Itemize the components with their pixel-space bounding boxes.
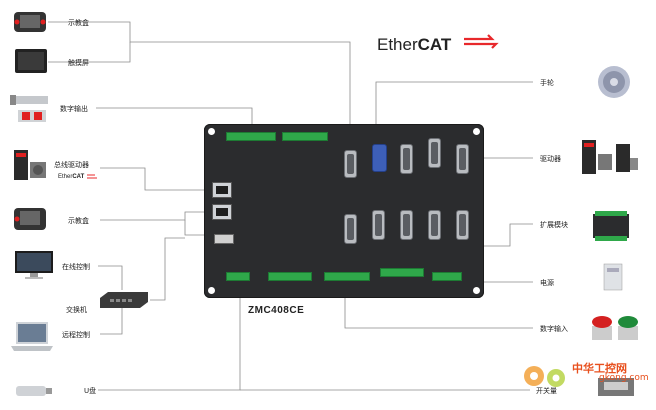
db-port-f [372, 210, 385, 240]
wire-online-control [98, 265, 123, 290]
handwheel-image [596, 64, 632, 100]
db-port-g [400, 210, 413, 240]
wire-bus-driver [100, 167, 216, 191]
label-online-control: 在线控制 [62, 263, 90, 271]
terminal-output [226, 132, 276, 141]
terminal-top-2 [282, 132, 328, 141]
watermark-gear-icon [524, 366, 565, 387]
model-name: ZMC408CE [248, 305, 305, 316]
ethernet-port-2 [212, 204, 232, 220]
db-port-d [456, 144, 469, 174]
terminal-input [324, 272, 370, 281]
label-teach-pendant-1: 示教盒 [68, 19, 89, 27]
db-port-e [344, 214, 357, 244]
teach-pendant-2-image [12, 206, 48, 232]
push-buttons-image [590, 308, 640, 344]
label-touch-screen: 触摸屏 [68, 59, 89, 67]
terminal-bottom-1 [226, 272, 250, 281]
servo-driver-image [580, 138, 640, 178]
monitor-image [14, 250, 54, 280]
label-remote-control: 远程控制 [62, 331, 90, 339]
wire-remote-control [100, 306, 123, 335]
label-expansion-module: 扩展模块 [540, 221, 568, 229]
teach-pendant-image [12, 10, 48, 34]
watermark-text: 中华工控网 [572, 362, 627, 375]
wire-teach-pendant-2 [100, 211, 216, 221]
usb-port [214, 234, 234, 244]
touch-screen-image [14, 48, 48, 74]
label-bus-driver: 总线驱动器 [54, 161, 89, 169]
wire-touch-screen [48, 42, 131, 63]
ethercat-small-arrow-icon [87, 174, 97, 179]
label-u-disk: U盘 [84, 387, 97, 395]
ethercat-arrow-icon [464, 34, 499, 49]
watermark-url: gkong.com [599, 373, 649, 383]
label-switch-partial: 开关量 [536, 387, 557, 395]
cylinder-image [8, 92, 54, 126]
bus-driver-image [10, 148, 48, 182]
db-port-h [428, 210, 441, 240]
controller-board [204, 124, 484, 298]
expansion-module-image [592, 210, 630, 242]
terminal-power [432, 272, 462, 281]
ethercat-logo: EtherCAT [377, 35, 452, 54]
db-port-a [344, 150, 357, 178]
label-digital-output: 数字输出 [60, 105, 88, 113]
usb-disk-image [14, 382, 54, 400]
network-switch-image [98, 290, 150, 310]
terminal-bottom-2 [268, 272, 312, 281]
switch-device-image [596, 374, 636, 398]
label-power: 电源 [540, 279, 554, 287]
db-port-i [456, 210, 469, 240]
laptop-image [10, 320, 54, 354]
label-driver: 驱动器 [540, 155, 561, 163]
label-digital-input: 数字输入 [540, 325, 568, 333]
label-handwheel: 手轮 [540, 79, 554, 87]
handwheel-port [372, 144, 387, 172]
db-port-b [400, 144, 413, 174]
wire-switch [150, 237, 185, 301]
ethernet-port-1 [212, 182, 232, 198]
label-switch: 交换机 [66, 306, 87, 314]
wire-teach-pendant-1 [48, 21, 351, 140]
ethercat-small-logo: EtherCAT [58, 174, 85, 180]
db-port-c [428, 138, 441, 168]
label-teach-pendant-2: 示教盒 [68, 217, 89, 225]
terminal-bottom-4 [380, 268, 424, 277]
power-supply-image [602, 262, 624, 292]
